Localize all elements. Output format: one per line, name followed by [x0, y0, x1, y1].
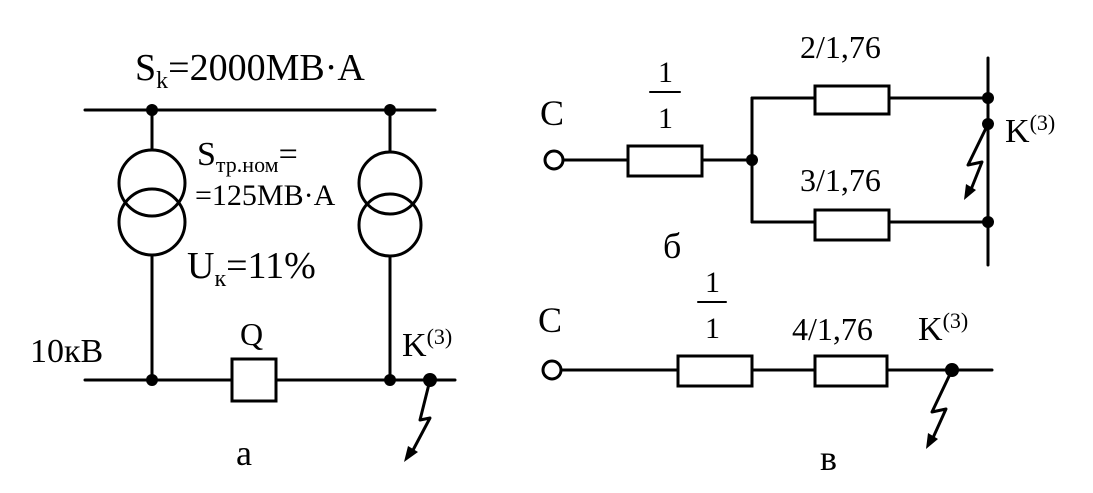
bus-node — [982, 216, 994, 228]
fault-arrowhead-icon — [926, 433, 938, 449]
breaker-label: Q — [240, 316, 263, 352]
transformer-rating-label: Sтр.ном= — [197, 136, 298, 177]
resistor-1 — [626, 144, 704, 178]
source-terminal — [543, 149, 565, 171]
caption-c: в — [820, 438, 837, 478]
bus-node — [146, 374, 158, 386]
short-circuit-voltage-label: Uк=11% — [187, 245, 316, 292]
breaker-q — [230, 357, 278, 403]
fault-label: K(3) — [402, 324, 452, 364]
resistor-1-numerator: 1 — [658, 56, 673, 89]
transformer-right-secondary — [357, 192, 423, 258]
caption-b: б — [663, 226, 681, 266]
fault-arrowhead-icon — [964, 184, 976, 200]
fault-arrow-icon — [410, 378, 432, 454]
transformer-left-primary — [117, 148, 187, 218]
source-label: C — [538, 300, 562, 340]
resistor-2 — [813, 84, 891, 116]
resistor-1-denominator: 1 — [705, 312, 720, 345]
resistor-4 — [813, 354, 889, 388]
scheme-a: Sk=2000MB·A Sтр.ном= =125MB·A Uк=11% 10к… — [30, 47, 457, 473]
transformer-rating-value: =125MB·A — [195, 179, 336, 212]
source-terminal — [541, 359, 563, 381]
scheme-b: C 1 1 2/1,76 3/1,76 K(3) б — [540, 29, 1055, 267]
transformer-left-secondary — [117, 187, 187, 257]
resistor-1 — [676, 354, 754, 388]
resistor-4-label: 4/1,76 — [792, 311, 873, 347]
fault-arrow-icon — [930, 368, 954, 442]
resistor-2-label: 2/1,76 — [800, 29, 881, 65]
fault-label: K(3) — [918, 308, 968, 348]
source-label: C — [540, 93, 564, 133]
fault-arrowhead-icon — [404, 446, 418, 462]
resistor-1-denominator: 1 — [658, 102, 673, 135]
bus-node — [982, 92, 994, 104]
transformer-right-primary — [357, 150, 423, 216]
scheme-c: C 1 1 4/1,76 K(3) в — [538, 266, 994, 478]
fault-label: K(3) — [1005, 110, 1055, 150]
resistor-3 — [813, 208, 891, 242]
resistor-3-label: 3/1,76 — [800, 162, 881, 198]
fault-arrow-icon — [966, 122, 990, 194]
system-power-label: Sk=2000MB·A — [135, 47, 365, 94]
caption-a: а — [236, 433, 252, 473]
resistor-1-numerator: 1 — [705, 266, 720, 299]
voltage-label: 10кВ — [30, 333, 103, 370]
bus-node — [384, 374, 396, 386]
